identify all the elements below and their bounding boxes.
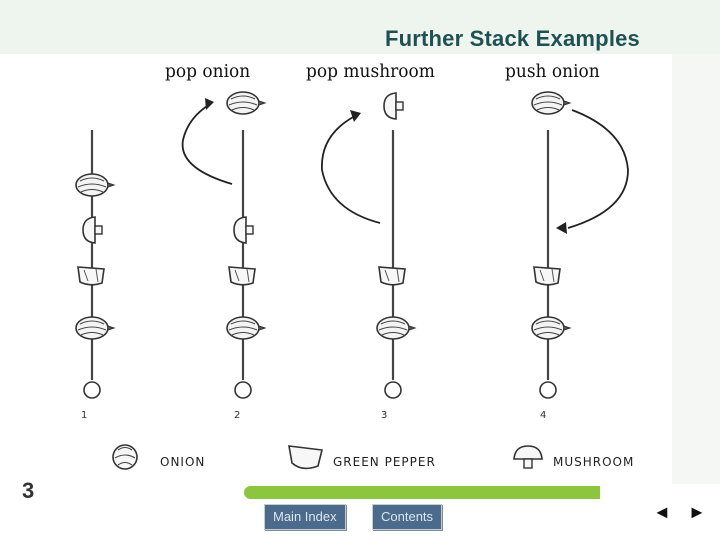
contents-button[interactable]: Contents <box>372 504 443 530</box>
stack-number-2: 2 <box>234 410 241 421</box>
legend-mushroom-icon <box>513 445 543 469</box>
main-index-button[interactable]: Main Index <box>264 504 346 530</box>
stack-3 <box>321 92 416 399</box>
stack-number-3: 3 <box>381 410 388 421</box>
footer-accent-bar <box>244 486 600 499</box>
step-label-push-onion: push onion <box>505 61 600 83</box>
legend-onion-label: ONION <box>160 455 206 469</box>
legend-pepper-icon <box>288 445 323 470</box>
slide-title: Further Stack Examples <box>384 26 640 51</box>
next-slide-button[interactable]: ► <box>688 502 706 522</box>
stack-1 <box>75 130 115 399</box>
right-margin-band <box>672 54 720 484</box>
stack-4 <box>531 91 629 399</box>
stack-number-1: 1 <box>81 410 88 421</box>
legend-pepper-label: GREEN PEPPER <box>333 455 436 469</box>
legend-mushroom-label: MUSHROOM <box>553 455 635 469</box>
step-label-pop-onion: pop onion <box>165 61 251 83</box>
previous-slide-button[interactable]: ◄ <box>653 502 671 522</box>
slide-content <box>0 54 720 484</box>
slide-number: 3 <box>22 478 35 503</box>
legend-onion-icon <box>112 444 138 470</box>
step-label-pop-mushroom: pop mushroom <box>306 61 435 83</box>
header-band <box>0 0 720 54</box>
stack-number-4: 4 <box>540 410 547 421</box>
stack-2 <box>181 91 266 399</box>
